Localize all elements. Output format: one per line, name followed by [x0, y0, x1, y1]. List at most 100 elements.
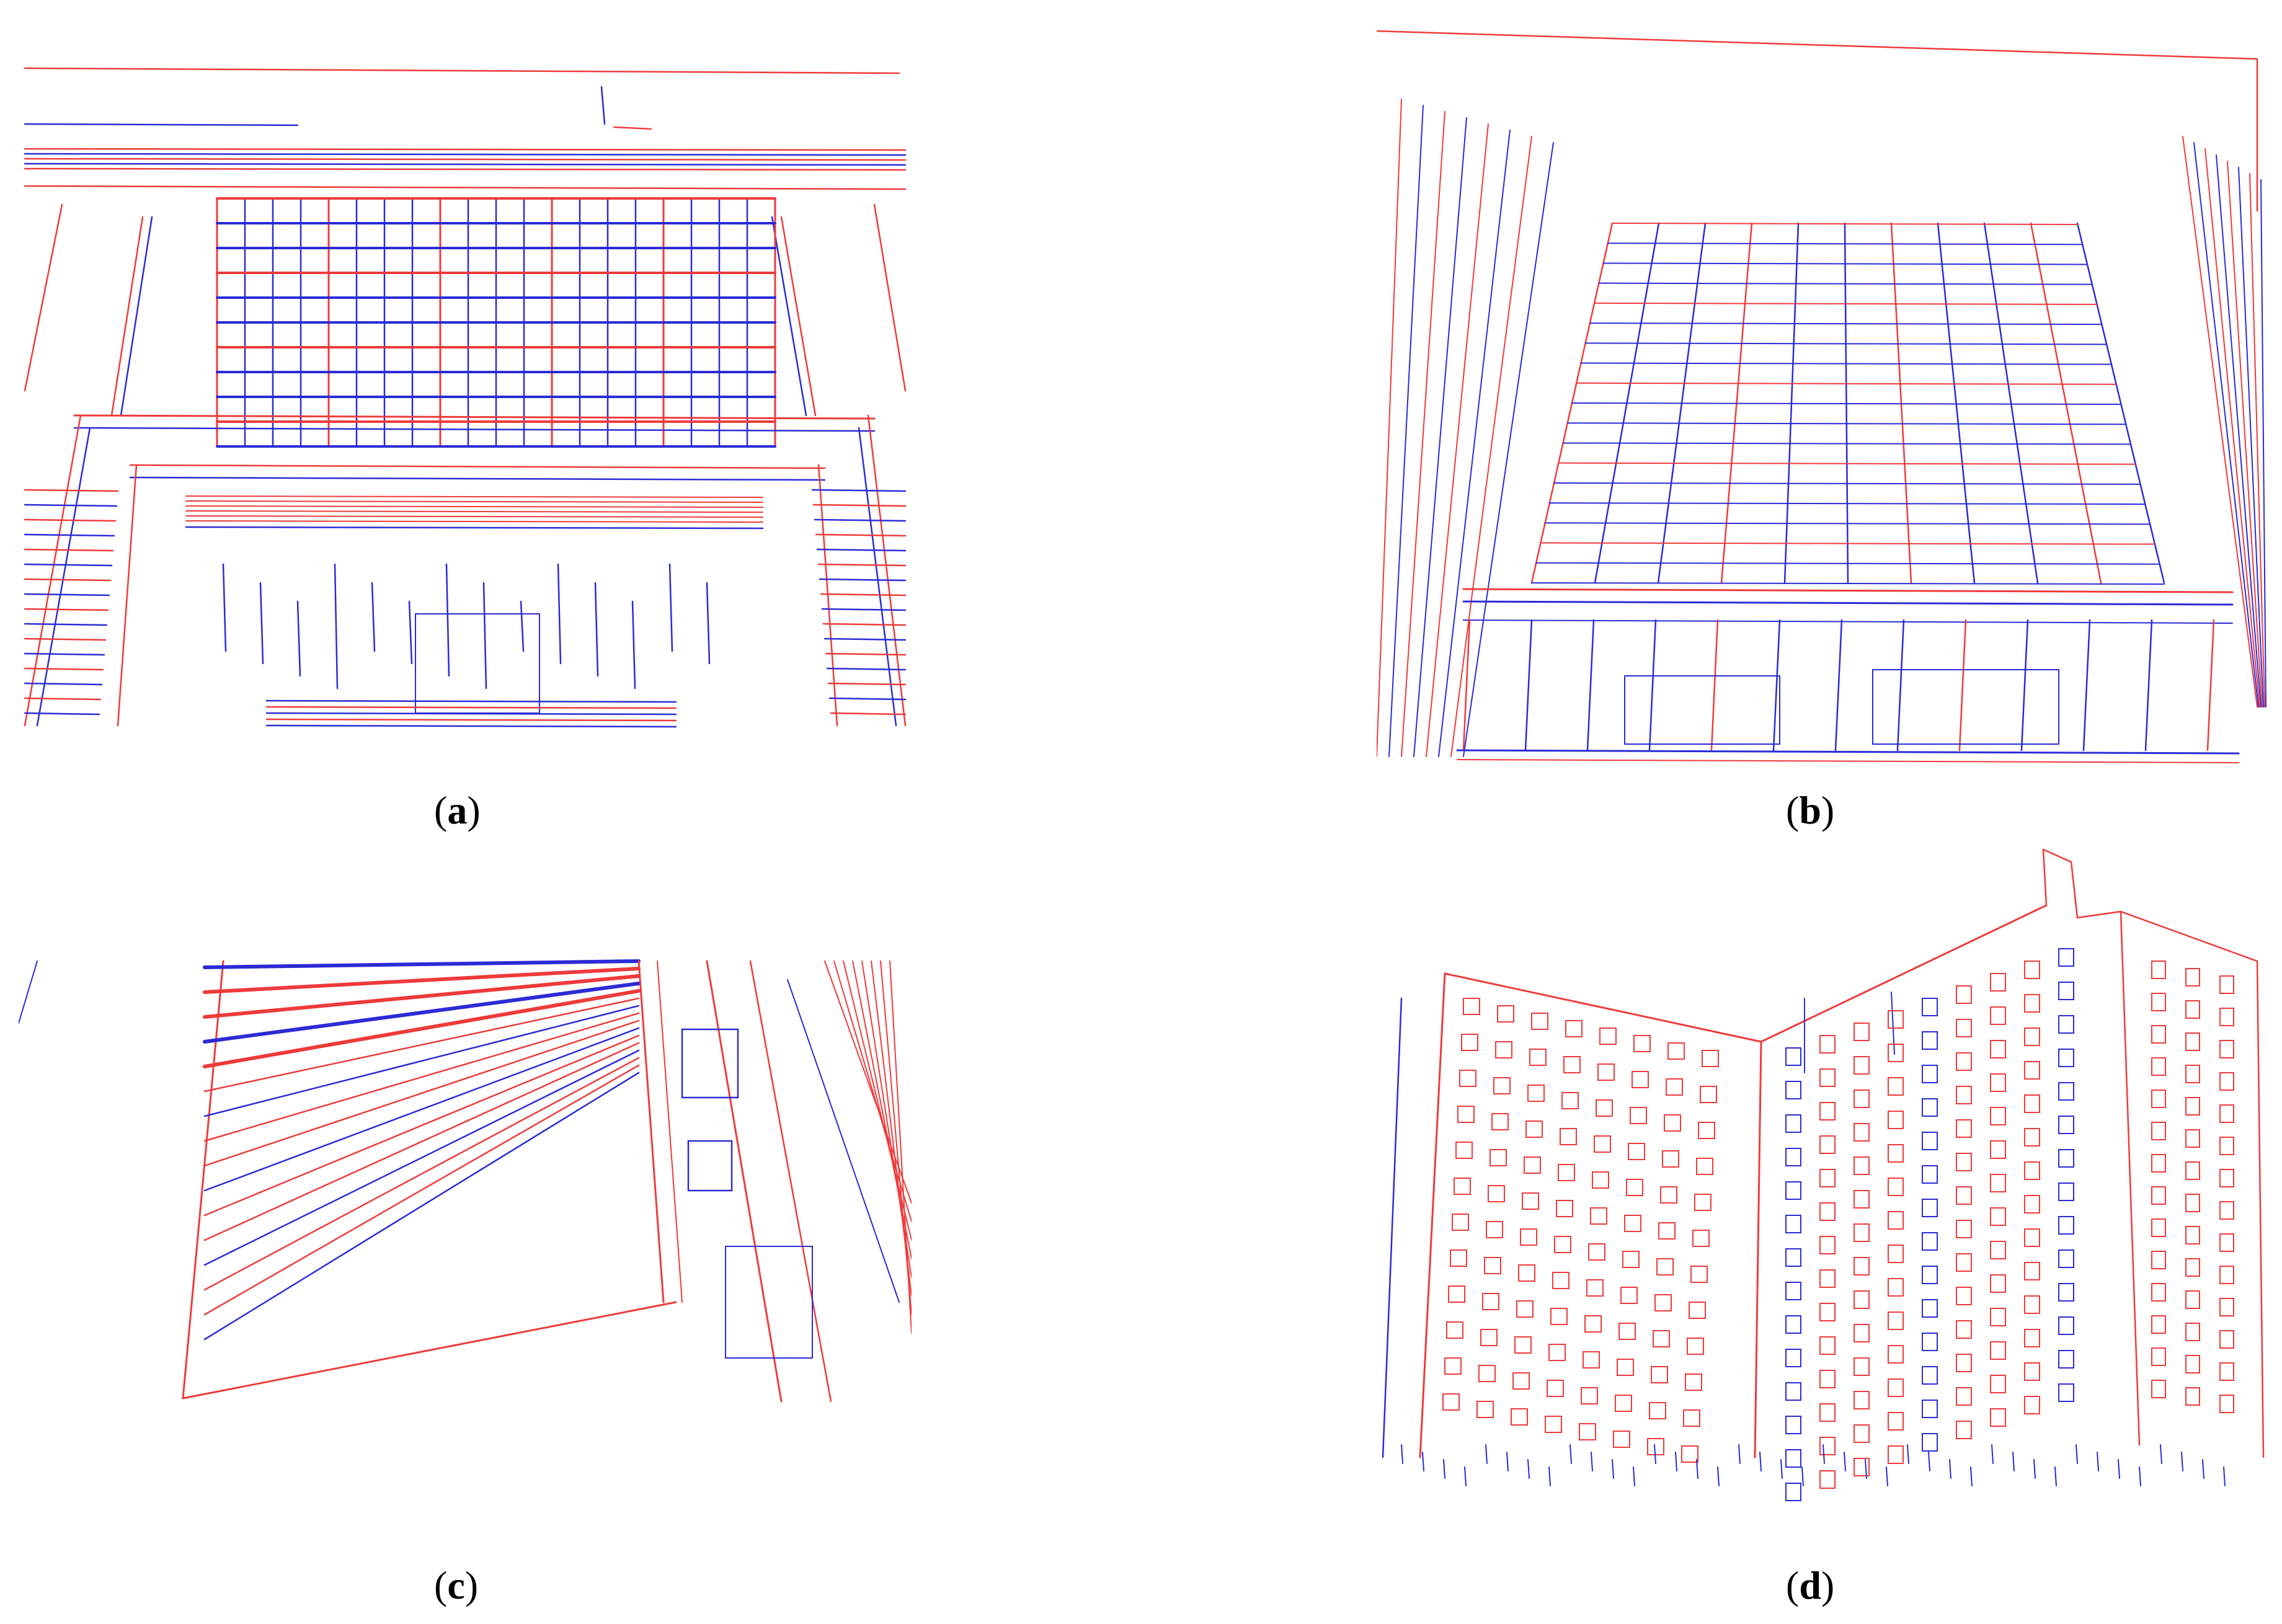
- blue-line-segment: [2223, 1466, 2226, 1486]
- blue-line-segment: [1463, 619, 2233, 624]
- blue-line-segment: [1535, 562, 2160, 565]
- red-line-segment: [203, 1064, 640, 1316]
- red-line-segment: [1612, 223, 2078, 225]
- panel-d: [1377, 837, 2270, 1544]
- red-line-segment: [185, 520, 763, 523]
- blue-line-segment: [1485, 1444, 1488, 1464]
- blue-line-segment: [1562, 442, 2131, 445]
- blue-line-segment: [24, 162, 907, 166]
- red-line-segment: [182, 960, 224, 1400]
- blue-line-segment: [1633, 1466, 1635, 1486]
- blue-line-segment: [2082, 619, 2091, 752]
- blue-line-segment: [1527, 1459, 1530, 1479]
- line-drawing-b: [1377, 30, 2266, 763]
- blue-line-segment: [1759, 1452, 1762, 1471]
- blue-line-segment: [2020, 619, 2029, 752]
- red-line-segment: [185, 510, 763, 513]
- blue-line-segment: [296, 600, 301, 677]
- red-line-segment: [657, 961, 683, 1303]
- red-line-segment: [24, 148, 907, 151]
- red-line-segment: [2042, 848, 2072, 863]
- blue-line-segment: [1612, 1459, 1614, 1479]
- blue-line-segment: [1772, 619, 1781, 752]
- red-line-segment: [129, 464, 826, 469]
- red-line-segment: [203, 1012, 640, 1142]
- blue-line-segment: [1388, 105, 1424, 757]
- caption-c: (c): [434, 1563, 479, 1607]
- red-line-segment: [1540, 542, 2155, 545]
- red-line-segment: [880, 961, 912, 1315]
- blue-line-segment: [1464, 1466, 1467, 1486]
- blue-line-segment: [2076, 222, 2165, 584]
- blue-line-segment: [1983, 222, 2039, 584]
- red-line-segment: [2120, 910, 2258, 962]
- line-drawing-c: [19, 959, 912, 1403]
- blue-line-segment: [1438, 130, 1511, 757]
- blue-line-segment: [1413, 117, 1467, 757]
- blue-line-segment: [1675, 1452, 1677, 1471]
- blue-line-segment: [1937, 222, 1976, 584]
- red-line-segment: [185, 495, 763, 498]
- red-line-segment: [203, 1042, 640, 1241]
- blue-line-segment: [1586, 619, 1595, 752]
- blue-line-segment: [2097, 1452, 2099, 1471]
- blue-line-segment: [771, 216, 807, 417]
- blue-line-segment: [185, 526, 764, 530]
- red-line-segment: [827, 682, 907, 686]
- blue-line-segment: [1607, 242, 2083, 246]
- red-line-segment: [24, 158, 907, 161]
- red-line-segment: [203, 1019, 640, 1167]
- caption-a-label: a: [447, 788, 468, 832]
- blue-line-segment: [787, 979, 900, 1303]
- blue-line-segment: [706, 582, 711, 665]
- red-line-segment: [185, 505, 763, 508]
- red-line-segment: [182, 1301, 677, 1400]
- red-line-segment: [820, 593, 907, 597]
- blue-line-segment: [2054, 1466, 2057, 1486]
- blue-line-segment: [24, 623, 108, 626]
- red-line-segment: [1760, 904, 2048, 1043]
- blue-line-segment: [1589, 322, 2102, 326]
- red-line-segment: [1419, 972, 1446, 1458]
- blue-line-segment: [1598, 282, 2093, 285]
- blue-line-segment: [129, 476, 826, 481]
- blue-line-segment: [408, 600, 413, 665]
- blue-line-segment: [1648, 619, 1657, 752]
- blue-line-segment: [1584, 342, 2107, 345]
- blue-line-segment: [1401, 1444, 1403, 1464]
- red-line-segment: [203, 997, 640, 1093]
- red-line-segment: [2206, 619, 2215, 752]
- red-line-segment: [24, 667, 104, 671]
- red-line-segment: [24, 489, 119, 492]
- blue-line-segment: [265, 724, 677, 728]
- blue-line-segment: [1844, 1452, 1846, 1471]
- blue-line-segment: [1591, 1452, 1593, 1471]
- red-line-segment: [822, 623, 907, 626]
- blue-line-segment: [1865, 1459, 1867, 1479]
- red-line-segment: [1457, 759, 2239, 763]
- red-line-segment: [24, 67, 900, 74]
- blue-line-segment: [826, 667, 907, 671]
- red-line-segment: [1594, 302, 2098, 305]
- blue-line-segment: [2144, 619, 2153, 752]
- blue-line-segment: [594, 582, 599, 677]
- red-line-segment: [203, 989, 641, 1068]
- blue-line-segment: [2139, 1466, 2141, 1486]
- blue-line-segment: [2216, 154, 2262, 708]
- red-line-segment: [24, 203, 63, 392]
- blue-line-segment: [203, 982, 641, 1044]
- line-drawing-a: [24, 67, 907, 728]
- red-line-segment: [706, 960, 783, 1403]
- blue-line-segment: [1566, 422, 2126, 425]
- caption-a: (a): [434, 788, 481, 832]
- blue-line-segment: [203, 1027, 640, 1192]
- red-line-segment: [2042, 848, 2048, 907]
- red-line-segment: [1576, 382, 2117, 385]
- blue-line-segment: [73, 427, 876, 432]
- blue-line-segment: [1531, 582, 2165, 585]
- red-line-segment: [867, 414, 907, 727]
- red-line-segment: [1958, 619, 1967, 752]
- blue-line-segment: [668, 563, 673, 652]
- blue-line-segment: [1571, 402, 2121, 405]
- blue-line-segment: [222, 563, 227, 652]
